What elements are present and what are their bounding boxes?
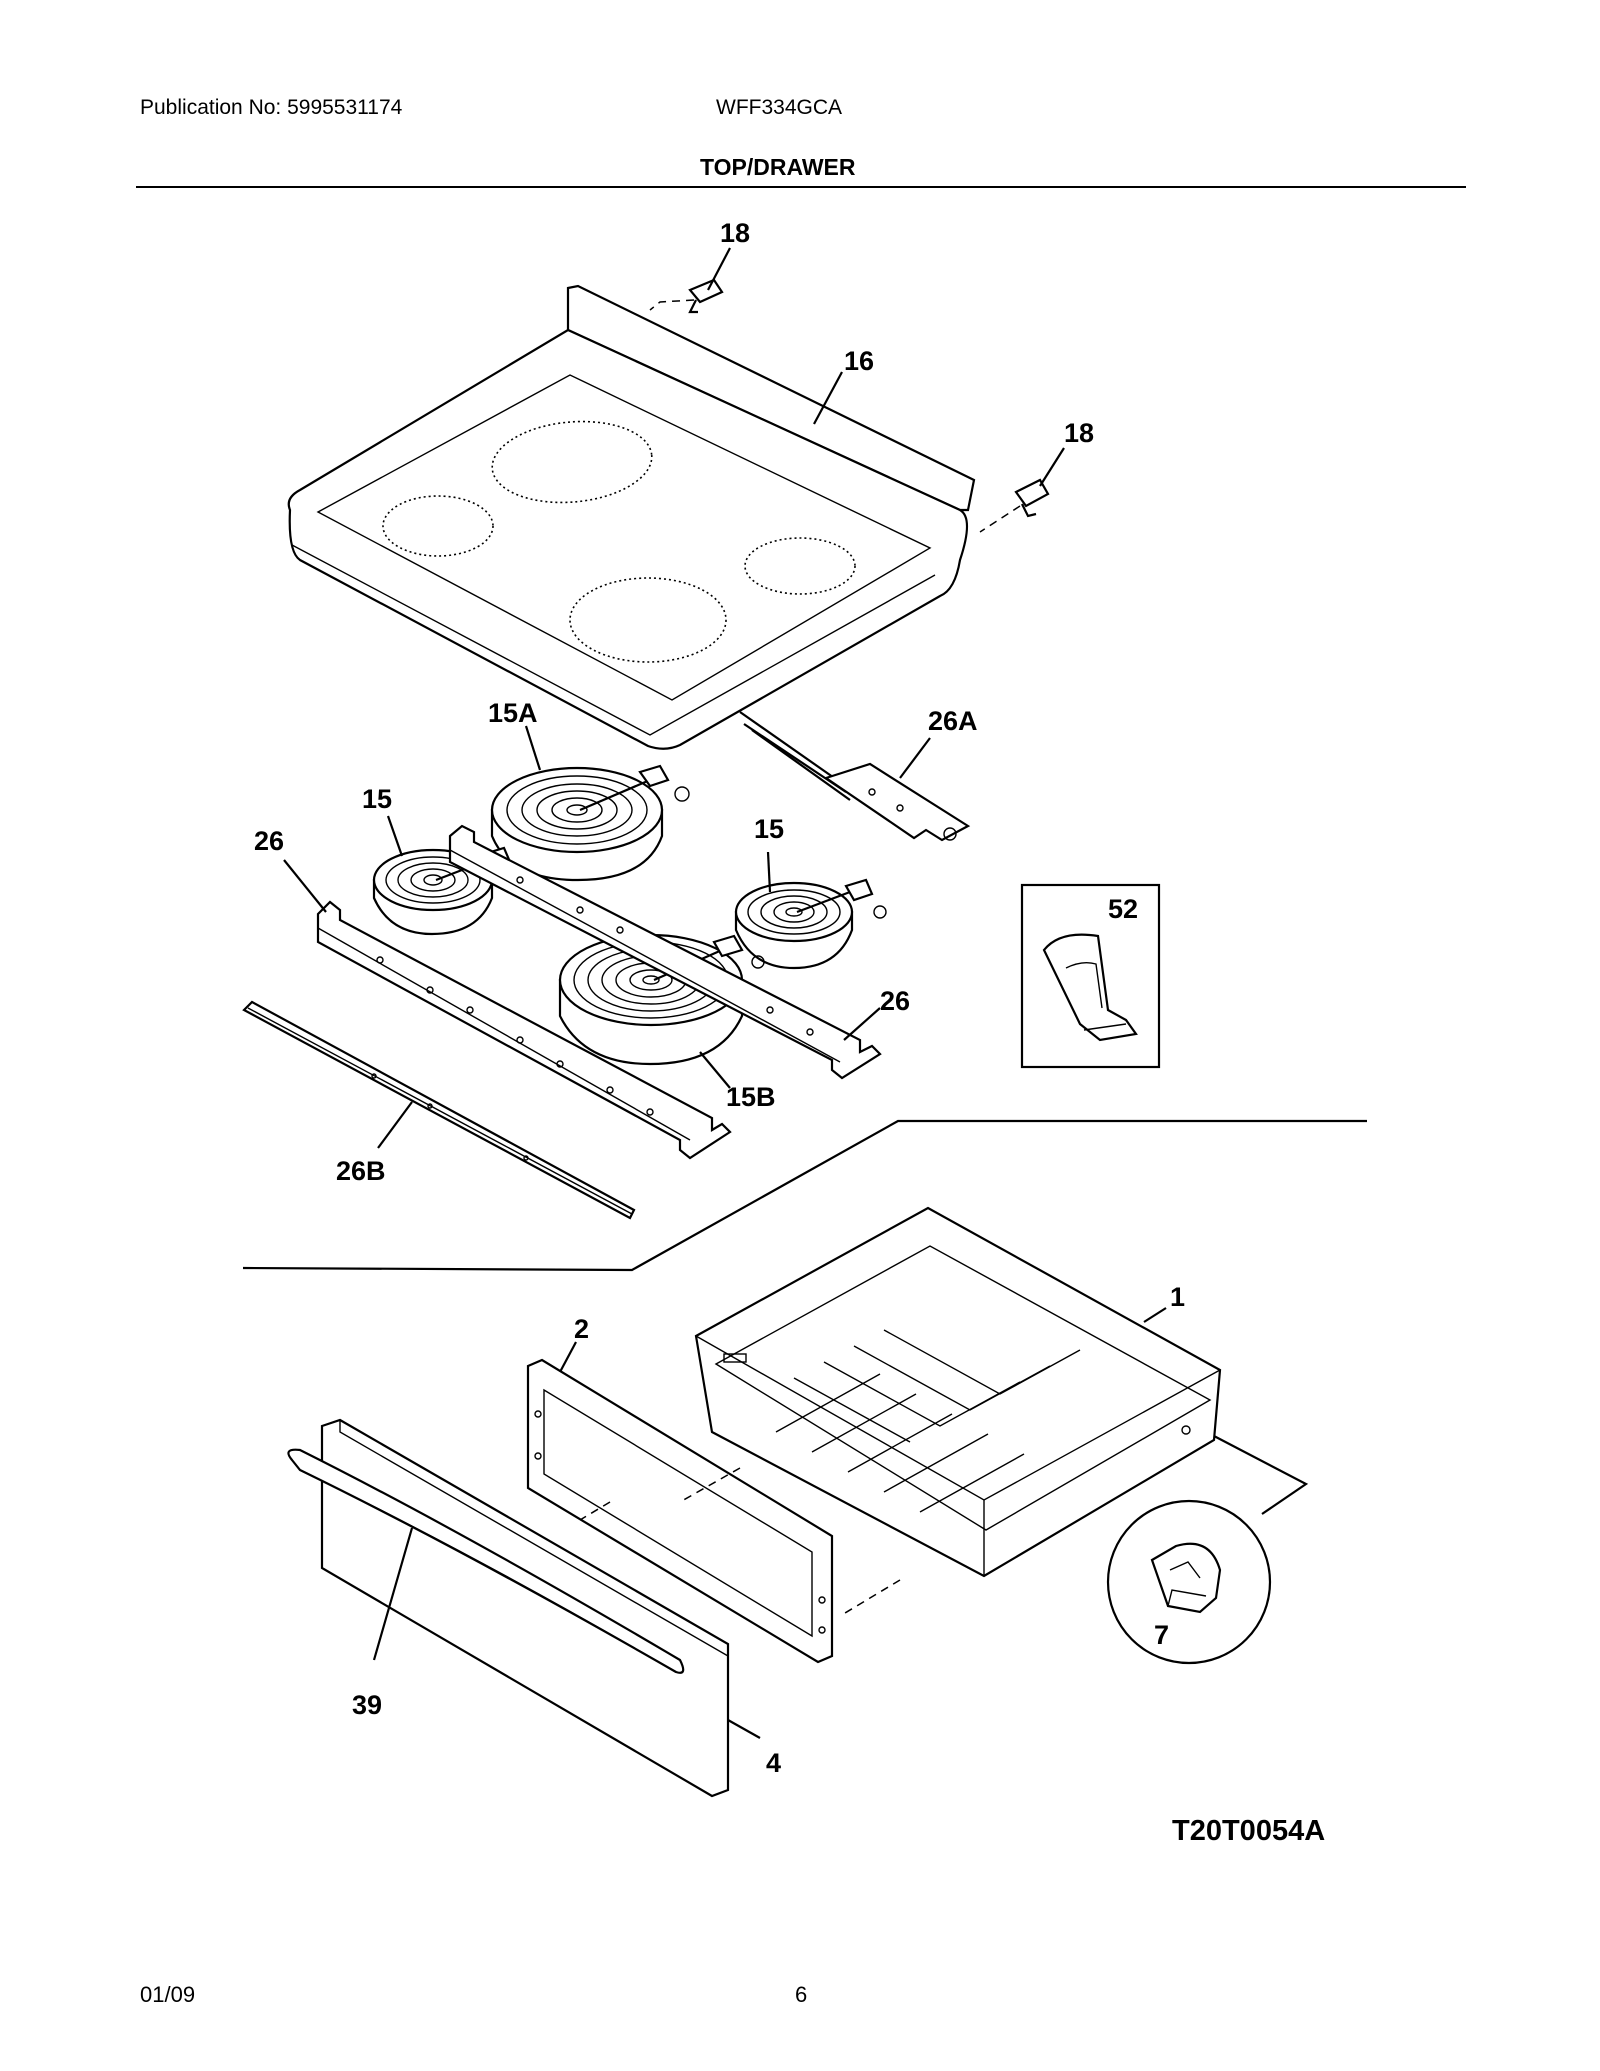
label-18-right: 18	[1064, 418, 1094, 448]
label-7: 7	[1154, 1620, 1169, 1650]
burner-15-right	[734, 878, 887, 970]
label-16: 16	[844, 346, 874, 376]
page-title: TOP/DRAWER	[700, 154, 856, 180]
drawing-code: T20T0054A	[1172, 1815, 1325, 1847]
publication-number: Publication No: 5995531174	[140, 96, 403, 119]
top-clip-left	[649, 278, 724, 314]
label-39: 39	[352, 1690, 382, 1720]
label-15-left: 15	[362, 784, 392, 814]
drawer-body	[694, 1206, 1222, 1578]
cooktop-main-top	[287, 284, 976, 750]
burner-bracket-front	[316, 900, 732, 1160]
model-number: WFF334GCA	[716, 96, 843, 119]
burner-15a	[490, 764, 690, 882]
label-1: 1	[1170, 1282, 1185, 1312]
drawer-callout-line	[1213, 1435, 1309, 1515]
drawer-panel-liner	[526, 1358, 901, 1664]
header-rule	[136, 186, 1466, 188]
label-26b: 26B	[336, 1156, 386, 1186]
label-4: 4	[766, 1748, 781, 1778]
drawer-handle	[287, 1448, 685, 1674]
label-26-left: 26	[254, 826, 284, 856]
label-26-right: 26	[880, 986, 910, 1016]
label-15-right: 15	[754, 814, 784, 844]
label-26a: 26A	[928, 706, 978, 736]
label-15a: 15A	[488, 698, 538, 728]
burner-bracket-rear	[448, 824, 882, 1080]
inset-part-52	[1020, 883, 1161, 1069]
trim-strip-26b	[242, 1000, 636, 1220]
top-clip-right	[979, 478, 1050, 533]
footer-page-number: 6	[795, 1982, 808, 2007]
label-2: 2	[574, 1314, 589, 1344]
label-52: 52	[1108, 894, 1138, 924]
footer-date: 01/09	[140, 1982, 196, 2007]
label-18-left: 18	[720, 218, 750, 248]
leader-lines	[283, 247, 1167, 1739]
label-15b: 15B	[726, 1082, 776, 1112]
inset-part-7	[1106, 1499, 1272, 1665]
wire-harness-bracket	[739, 711, 971, 842]
section-divider	[242, 1119, 1367, 1272]
